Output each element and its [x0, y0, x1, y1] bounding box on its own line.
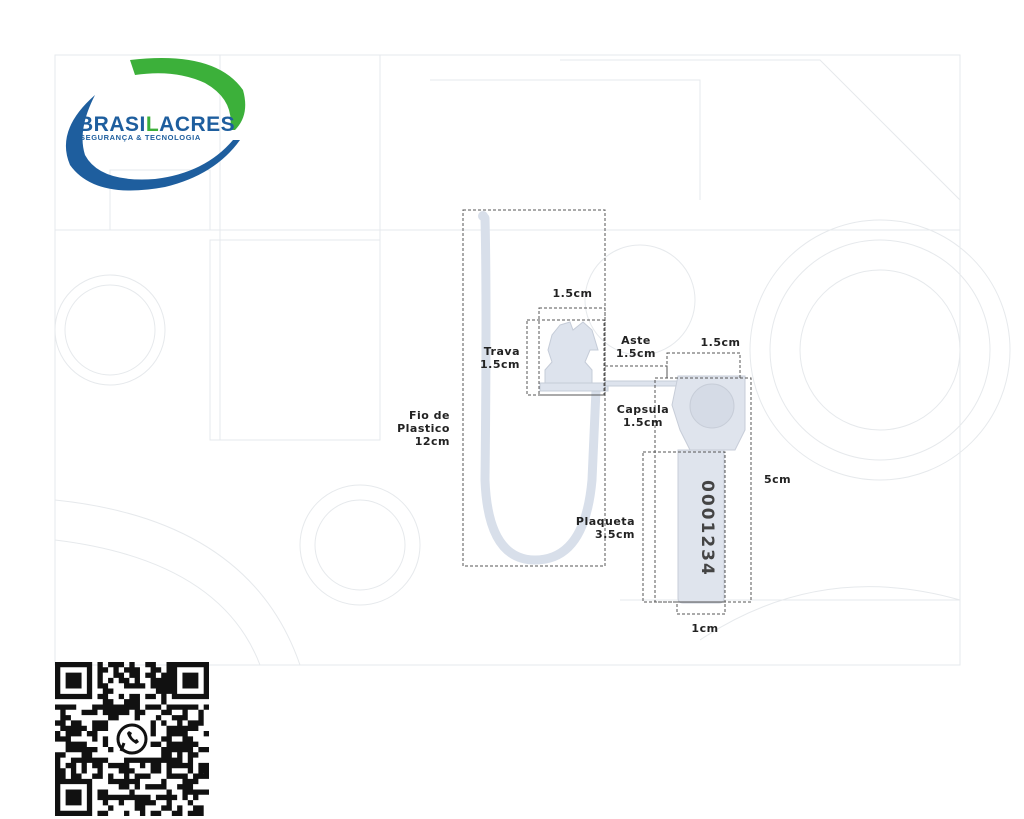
label-line: 1.5cm [480, 358, 520, 371]
capsule-and-tag [671, 375, 746, 604]
label-aste: Aste 1.5cm [610, 334, 662, 360]
logo-wordmark: BRASILACRES [78, 113, 236, 136]
label-trava-width: 1.5cm [552, 287, 593, 300]
label-line: Fio de [408, 409, 450, 422]
label-capsula-width: 1.5cm [700, 336, 741, 349]
qr-modules [55, 662, 209, 816]
logo-tagline: SEGURANÇA & TECNOLOGIA [80, 133, 201, 142]
label-line: 1.5cm [623, 416, 663, 429]
label-fio-de-plastico: Fio de Plastico 12cm [380, 409, 450, 448]
label-line: Trava [483, 345, 520, 358]
label-line: 1.5cm [616, 347, 656, 360]
dimension-boxes [462, 209, 752, 615]
label-plaqueta: Plaqueta 3.5cm [575, 515, 635, 541]
rod-aste [604, 380, 681, 387]
label-plaqueta-width: 1cm [691, 622, 719, 635]
label-line: 3.5cm [595, 528, 635, 541]
label-trava: Trava 1.5cm [470, 345, 520, 371]
label-line: Plastico [397, 422, 450, 435]
label-line: Plaqueta [575, 515, 635, 528]
lock-trava [539, 321, 609, 392]
brand-logo [55, 55, 250, 195]
label-total-height: 5cm [764, 473, 792, 486]
logo-swoosh [65, 58, 246, 191]
label-line: Aste [621, 334, 651, 347]
plastic-wire [478, 211, 601, 565]
label-capsula: Capsula 1.5cm [615, 403, 671, 429]
whatsapp-qr-code[interactable] [55, 662, 209, 816]
whatsapp-icon [116, 723, 148, 755]
serial-number: 0001234 [697, 480, 717, 577]
label-line: 12cm [414, 435, 450, 448]
label-line: Capsula [616, 403, 670, 416]
